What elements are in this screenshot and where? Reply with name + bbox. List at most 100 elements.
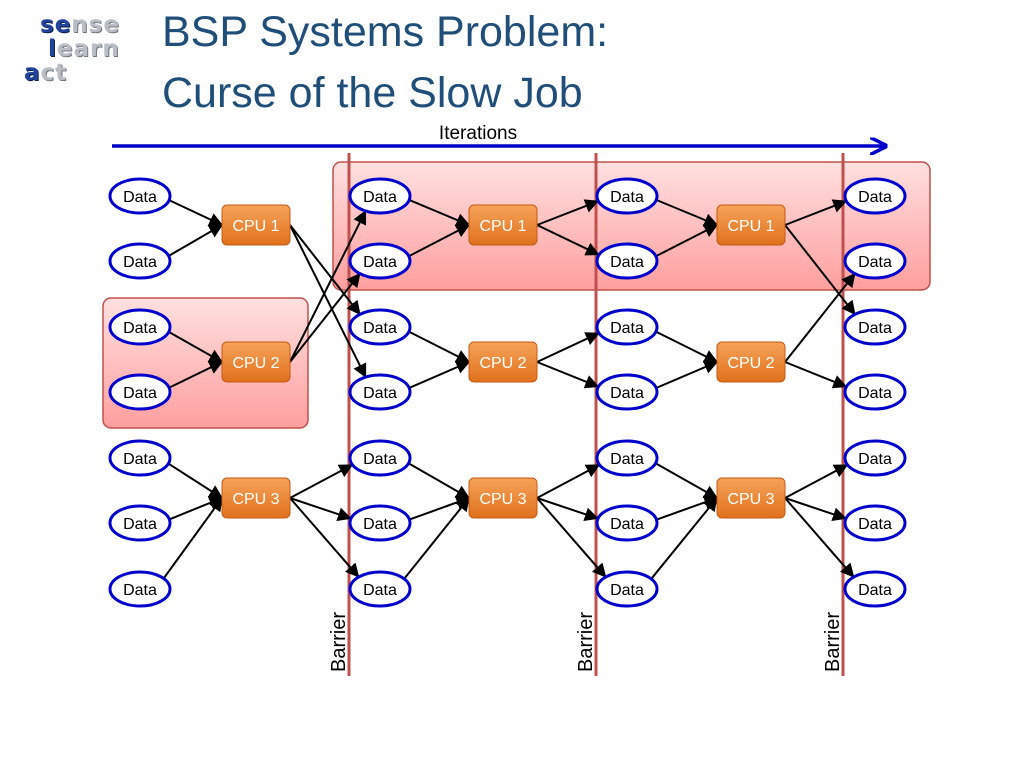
data-node: Data	[595, 177, 659, 215]
cpu-box	[716, 477, 786, 519]
data-label: Data	[123, 385, 157, 402]
data-label: Data	[858, 320, 892, 337]
data-ellipse	[108, 242, 172, 280]
cpu-label: CPU 2	[232, 355, 279, 372]
cpu-box	[468, 477, 538, 519]
flow-arrow	[168, 331, 224, 363]
barrier-label: Barrier	[575, 612, 597, 672]
cpu-node: CPU 1	[716, 204, 786, 246]
flow-arrow	[536, 199, 600, 226]
barrier-label: Barrier	[822, 612, 844, 672]
flow-arrow	[784, 497, 855, 578]
flow-arrow	[784, 272, 856, 363]
flow-arrow	[167, 462, 224, 499]
data-node: Data	[348, 177, 412, 215]
iterations-label: Iterations	[439, 123, 517, 144]
flow-arrow	[784, 497, 847, 521]
data-ellipse	[595, 373, 659, 411]
data-label: Data	[858, 385, 892, 402]
cpu-box	[716, 341, 786, 383]
data-ellipse	[843, 242, 907, 280]
slide-title-line-2: Curse of the Slow Job	[162, 69, 583, 117]
flow-arrow	[289, 464, 354, 499]
data-label: Data	[610, 189, 644, 206]
data-node: Data	[595, 308, 659, 346]
data-label: Data	[610, 254, 644, 271]
logo-line-1: sense	[40, 12, 120, 38]
cpu-label: CPU 3	[232, 491, 279, 508]
data-ellipse	[843, 373, 907, 411]
data-ellipse	[843, 504, 907, 542]
data-ellipse	[108, 570, 172, 608]
data-label: Data	[123, 582, 157, 599]
data-ellipse	[595, 308, 659, 346]
sense-learn-act-logo: sense learn act	[22, 10, 132, 90]
cpu-label: CPU 1	[727, 218, 774, 235]
data-ellipse	[595, 242, 659, 280]
data-ellipse	[595, 570, 659, 608]
data-label: Data	[123, 516, 157, 533]
slow-job-highlight-top	[332, 161, 931, 291]
cpu-node: CPU 3	[221, 477, 291, 519]
data-node: Data	[595, 570, 659, 608]
data-node: Data	[108, 177, 172, 215]
data-node: Data	[108, 373, 172, 411]
cpu-box	[716, 204, 786, 246]
flow-arrow	[289, 209, 367, 363]
flow-arrow	[408, 360, 471, 389]
flow-arrow	[289, 224, 367, 378]
data-node: Data	[108, 242, 172, 280]
cpu-node: CPU 3	[716, 477, 786, 519]
data-node: Data	[348, 570, 412, 608]
data-node: Data	[595, 439, 659, 477]
data-ellipse	[843, 439, 907, 477]
flow-arrow	[289, 272, 361, 363]
data-ellipse	[595, 439, 659, 477]
data-label: Data	[858, 582, 892, 599]
flow-arrow	[536, 224, 600, 256]
flow-arrow	[289, 497, 352, 521]
cpu-label: CPU 2	[479, 355, 526, 372]
data-ellipse	[595, 504, 659, 542]
flow-arrow	[408, 198, 471, 227]
flow-arrow	[536, 361, 600, 389]
slide-title-line-1: BSP Systems Problem:	[162, 8, 609, 56]
flow-arrow	[168, 361, 224, 389]
data-label: Data	[363, 189, 397, 206]
cpu-box	[468, 204, 538, 246]
data-label: Data	[123, 451, 157, 468]
data-node: Data	[108, 439, 172, 477]
cpu-node: CPU 3	[468, 477, 538, 519]
data-ellipse	[843, 177, 907, 215]
flow-arrow	[408, 224, 471, 258]
data-node: Data	[595, 504, 659, 542]
data-ellipse	[108, 308, 172, 346]
data-node: Data	[843, 570, 907, 608]
cpu-node: CPU 2	[716, 341, 786, 383]
data-label: Data	[610, 516, 644, 533]
data-node: Data	[348, 373, 412, 411]
flow-arrow	[655, 462, 719, 499]
data-ellipse	[843, 570, 907, 608]
flow-arrow	[403, 496, 470, 580]
cpu-box	[221, 477, 291, 519]
data-node: Data	[348, 439, 412, 477]
cpu-label: CPU 2	[727, 355, 774, 372]
data-label: Data	[858, 189, 892, 206]
flow-arrow	[536, 497, 607, 578]
data-node: Data	[348, 308, 412, 346]
data-label: Data	[858, 254, 892, 271]
flow-arrow	[289, 497, 360, 578]
data-node: Data	[595, 373, 659, 411]
flow-arrow	[655, 330, 719, 363]
data-ellipse	[348, 242, 412, 280]
data-node: Data	[108, 308, 172, 346]
flow-arrow	[784, 361, 848, 389]
data-ellipse	[348, 177, 412, 215]
data-ellipse	[108, 177, 172, 215]
cpu-node: CPU 2	[221, 341, 291, 383]
barrier-label: Barrier	[328, 612, 350, 672]
data-node: Data	[843, 242, 907, 280]
flow-arrow	[655, 360, 719, 389]
